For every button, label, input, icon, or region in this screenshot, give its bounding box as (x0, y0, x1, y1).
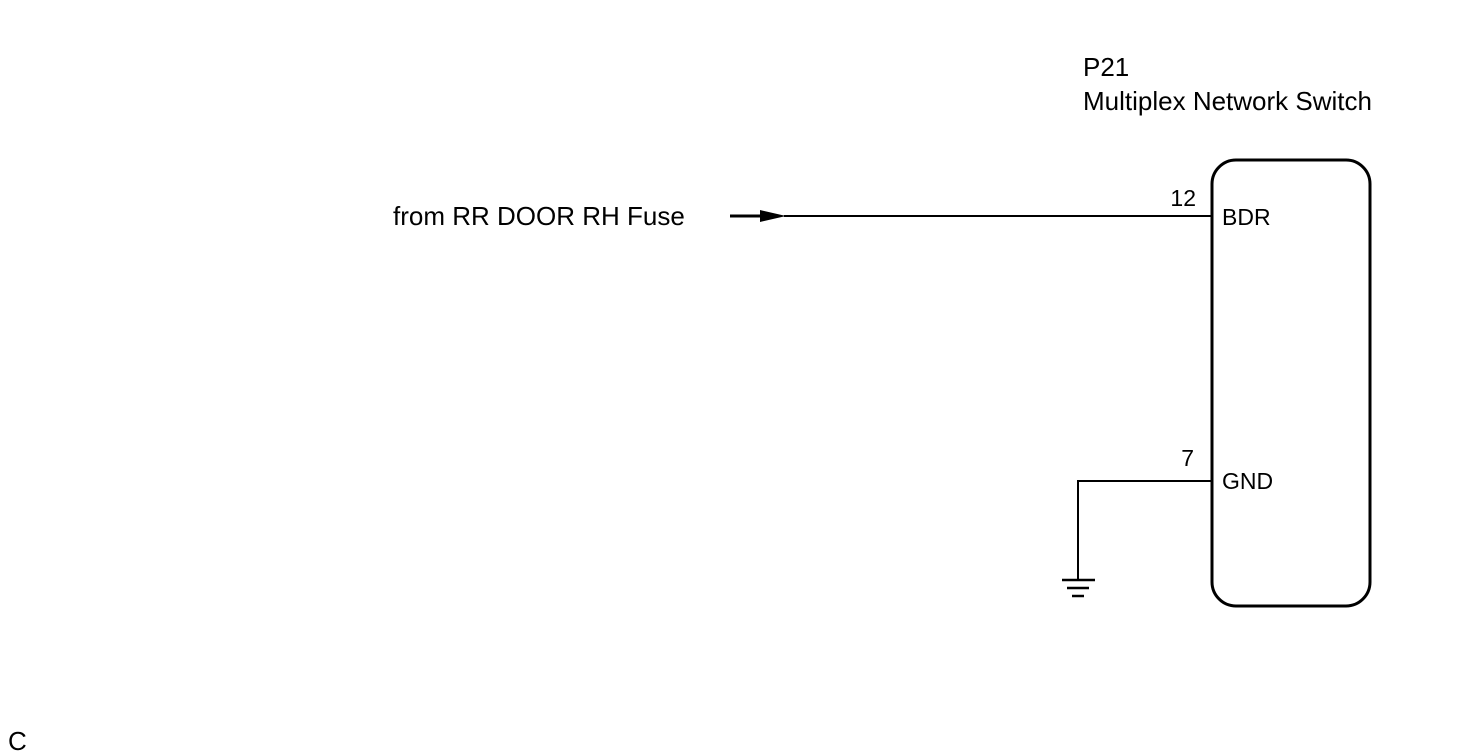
arrow-head-icon (760, 210, 786, 222)
switch-component-box (1210, 158, 1372, 608)
pin-name-gnd: GND (1222, 468, 1273, 494)
pin-number-bdr: 12 (1170, 185, 1196, 211)
component-name: Multiplex Network Switch (1083, 86, 1372, 116)
ground-icon (1062, 578, 1095, 598)
component-code: P21 (1083, 52, 1129, 82)
pin-number-gnd: 7 (1181, 445, 1194, 471)
source-label: from RR DOOR RH Fuse (393, 201, 685, 231)
pin-name-bdr: BDR (1222, 204, 1271, 230)
gnd-wire (1077, 480, 1212, 580)
corner-letter: C (8, 726, 27, 756)
